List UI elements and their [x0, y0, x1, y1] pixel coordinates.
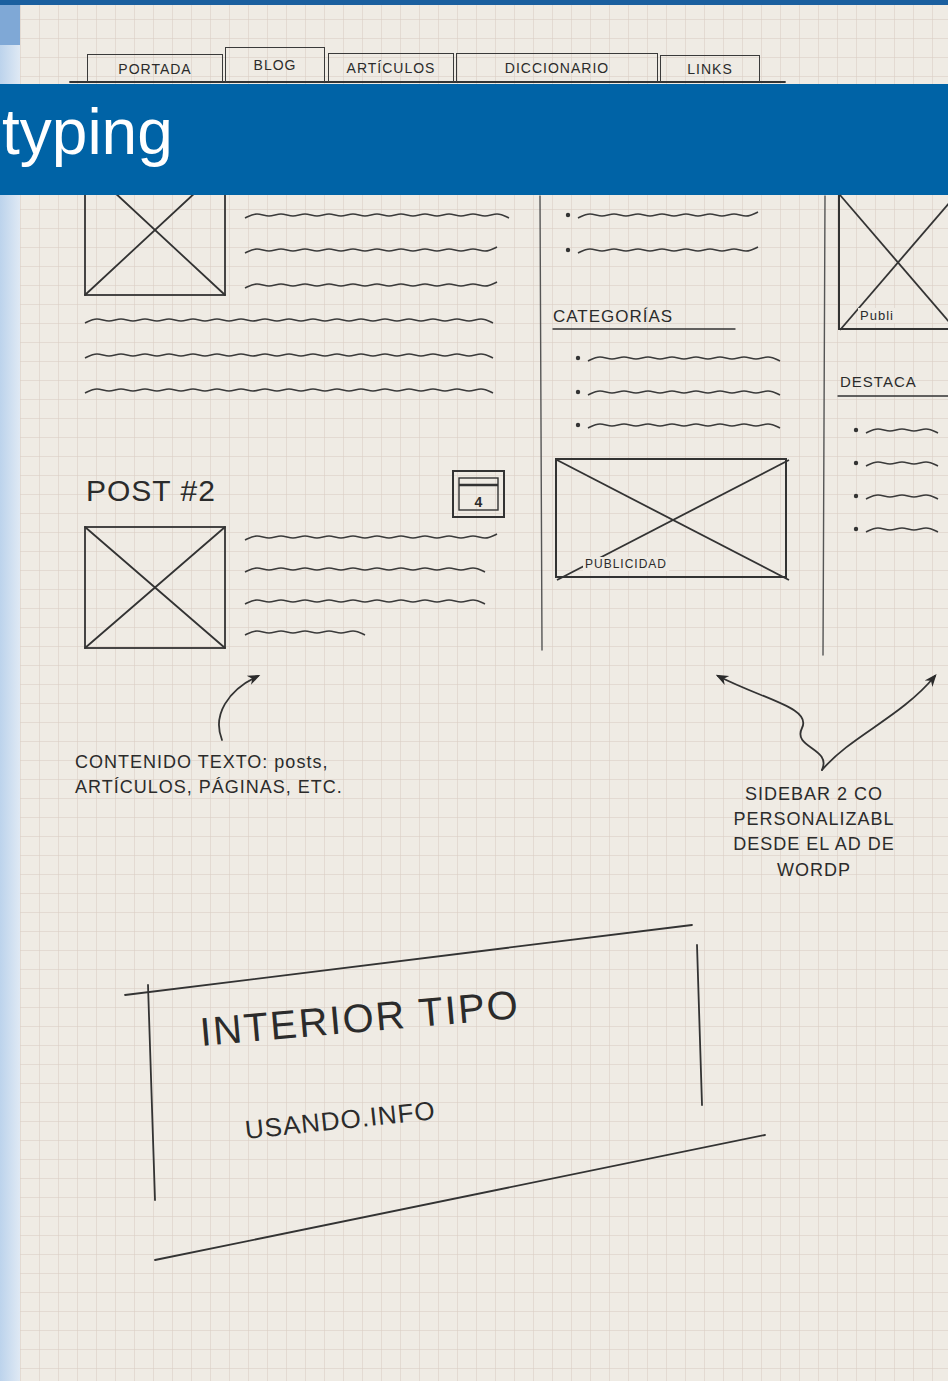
- scribble-line: [85, 319, 493, 323]
- banner-title: typing: [2, 100, 173, 164]
- annotation-note: CONTENIDO TEXTO: posts, ARTÍCULOS, PÁGIN…: [75, 750, 365, 800]
- grid: [20, 0, 948, 1381]
- scribble-line: [245, 247, 497, 253]
- nav-tab: PORTADA: [87, 54, 223, 82]
- scribble-line: [866, 528, 938, 532]
- node-text: USANDO.INFO: [243, 1060, 768, 1146]
- scribble-line: [866, 429, 938, 433]
- scribble-line: [578, 247, 758, 253]
- bullet-dot: [566, 213, 570, 217]
- scribble-line: [85, 354, 493, 358]
- bullet-dot: [576, 423, 580, 427]
- section-heading: DESTACA: [840, 371, 917, 392]
- title-banner: [0, 84, 948, 195]
- leader-arrow: [718, 676, 824, 770]
- placeholder-cross: [557, 460, 785, 576]
- node-text: LINKS: [687, 61, 732, 77]
- sketch-outline: [120, 920, 770, 1265]
- column-divider: [540, 196, 542, 650]
- column-divider: [823, 196, 825, 655]
- scribble-line: [588, 357, 780, 361]
- node-text: ARTÍCULOS: [347, 60, 436, 76]
- bullet-dot: [854, 428, 858, 432]
- node-text: PORTADA: [118, 61, 191, 77]
- bullet-dot: [576, 390, 580, 394]
- scribble-line: [245, 568, 485, 572]
- section-heading: POST #2: [86, 470, 216, 512]
- section-heading: CATEGORÍAS: [553, 305, 673, 329]
- ad-placeholder: Publi: [838, 195, 948, 330]
- node-text: INTERIOR TIPO: [198, 960, 770, 1055]
- corner-block: [0, 5, 20, 45]
- scribble-line: [245, 214, 509, 218]
- scribble-line: [578, 212, 758, 218]
- scribble-line: [866, 462, 938, 466]
- image-cross: [85, 527, 225, 648]
- scribble-line: [245, 600, 485, 604]
- nav-tab: DICCIONARIO: [456, 53, 658, 82]
- leader-arrow: [822, 676, 935, 770]
- scribble-line: [588, 424, 780, 428]
- image-placeholder: [85, 527, 225, 648]
- scribble-line: [245, 631, 365, 635]
- node-text: PUBLICIDAD: [583, 557, 669, 571]
- node-text: 4: [475, 494, 483, 510]
- top-bar: [0, 0, 948, 5]
- heading-underline: [553, 328, 735, 329]
- bullet-dot: [854, 527, 858, 531]
- sketch-title-box: INTERIOR TIPOUSANDO.INFO: [120, 920, 770, 1265]
- bullet-dot: [576, 356, 580, 360]
- placeholder-cross: [840, 195, 948, 328]
- bullet-dot: [854, 494, 858, 498]
- nav-tab: BLOG: [225, 47, 325, 82]
- node-text: Publi: [858, 308, 896, 323]
- heading-underline: [838, 395, 948, 396]
- node-text: DICCIONARIO: [505, 60, 609, 76]
- nav-tab: ARTÍCULOS: [328, 53, 454, 82]
- scribble-line: [245, 534, 497, 540]
- node-text: BLOG: [254, 57, 297, 73]
- text-scribbles: [85, 212, 938, 635]
- scribble-line: [245, 282, 497, 288]
- scribble-line: [588, 391, 780, 395]
- ad-placeholder: PUBLICIDAD: [555, 458, 787, 578]
- leader-arrow: [219, 676, 258, 740]
- bullet-dot: [854, 461, 858, 465]
- scribble-line: [866, 495, 938, 499]
- scribble-line: [85, 389, 493, 393]
- calendar-frame: [454, 472, 503, 516]
- nav-tab: LINKS: [660, 55, 760, 82]
- bullet-dot: [566, 248, 570, 252]
- tab-baseline: [70, 81, 785, 83]
- calendar-icon: 4: [452, 470, 505, 518]
- side-band: [0, 0, 20, 1381]
- annotation-note: SIDEBAR 2 CO PERSONALIZABL DESDE EL AD D…: [718, 782, 910, 883]
- image-cross: [85, 527, 225, 648]
